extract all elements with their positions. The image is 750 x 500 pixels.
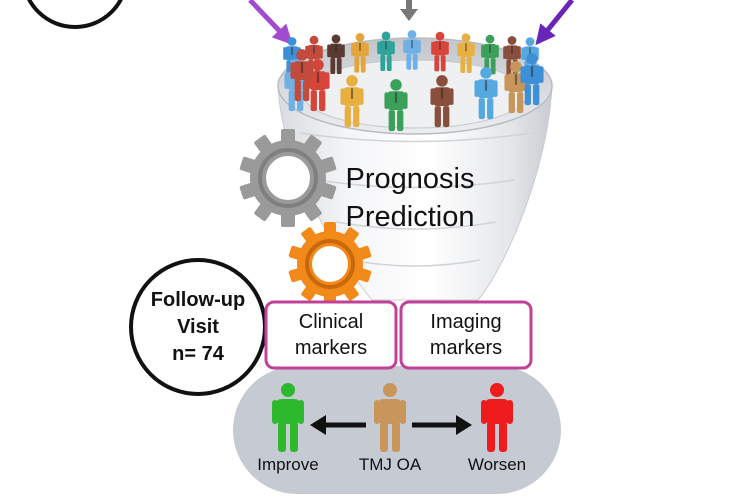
- clinical-markers-box: [264, 300, 398, 370]
- tmj-oa-label: TMJ OA: [358, 455, 422, 474]
- gray-gear-icon: [239, 129, 337, 227]
- arrow-to-worsen: [412, 415, 472, 435]
- funnel-title-line1: Prognosis: [345, 163, 475, 195]
- followup-count: n= 74: [172, 343, 224, 365]
- funnel-title: Prognosis Prediction: [330, 160, 490, 236]
- improve-person-icon: [272, 383, 304, 452]
- worsen-person-icon: [481, 383, 513, 452]
- followup-line2: Visit: [177, 316, 219, 338]
- imaging-line2: markers: [429, 337, 503, 359]
- followup-label: Follow-up Visit n= 74: [136, 287, 260, 368]
- imaging-line1: Imaging: [430, 311, 502, 333]
- violet-arrow: [535, 0, 574, 46]
- orange-gear-icon: [288, 222, 372, 306]
- top-left-circle: [27, 0, 123, 29]
- clinical-markers-label: Clinical markers: [266, 309, 396, 361]
- followup-line1: Follow-up: [150, 289, 246, 311]
- tmj-oa-person-icon: [374, 383, 406, 452]
- clinical-line1: Clinical: [298, 311, 364, 333]
- arrow-to-improve: [310, 415, 366, 435]
- funnel-title-line2: Prediction: [345, 201, 475, 233]
- imaging-markers-box: [399, 300, 533, 370]
- gray-arrow: [400, 0, 418, 21]
- improve-label: Improve: [257, 455, 319, 474]
- clinical-line2: markers: [294, 337, 368, 359]
- people-on-funnel: [283, 30, 544, 132]
- imaging-markers-label: Imaging markers: [401, 309, 531, 361]
- worsen-label: Worsen: [467, 455, 527, 474]
- purple-arrow: [248, 0, 293, 45]
